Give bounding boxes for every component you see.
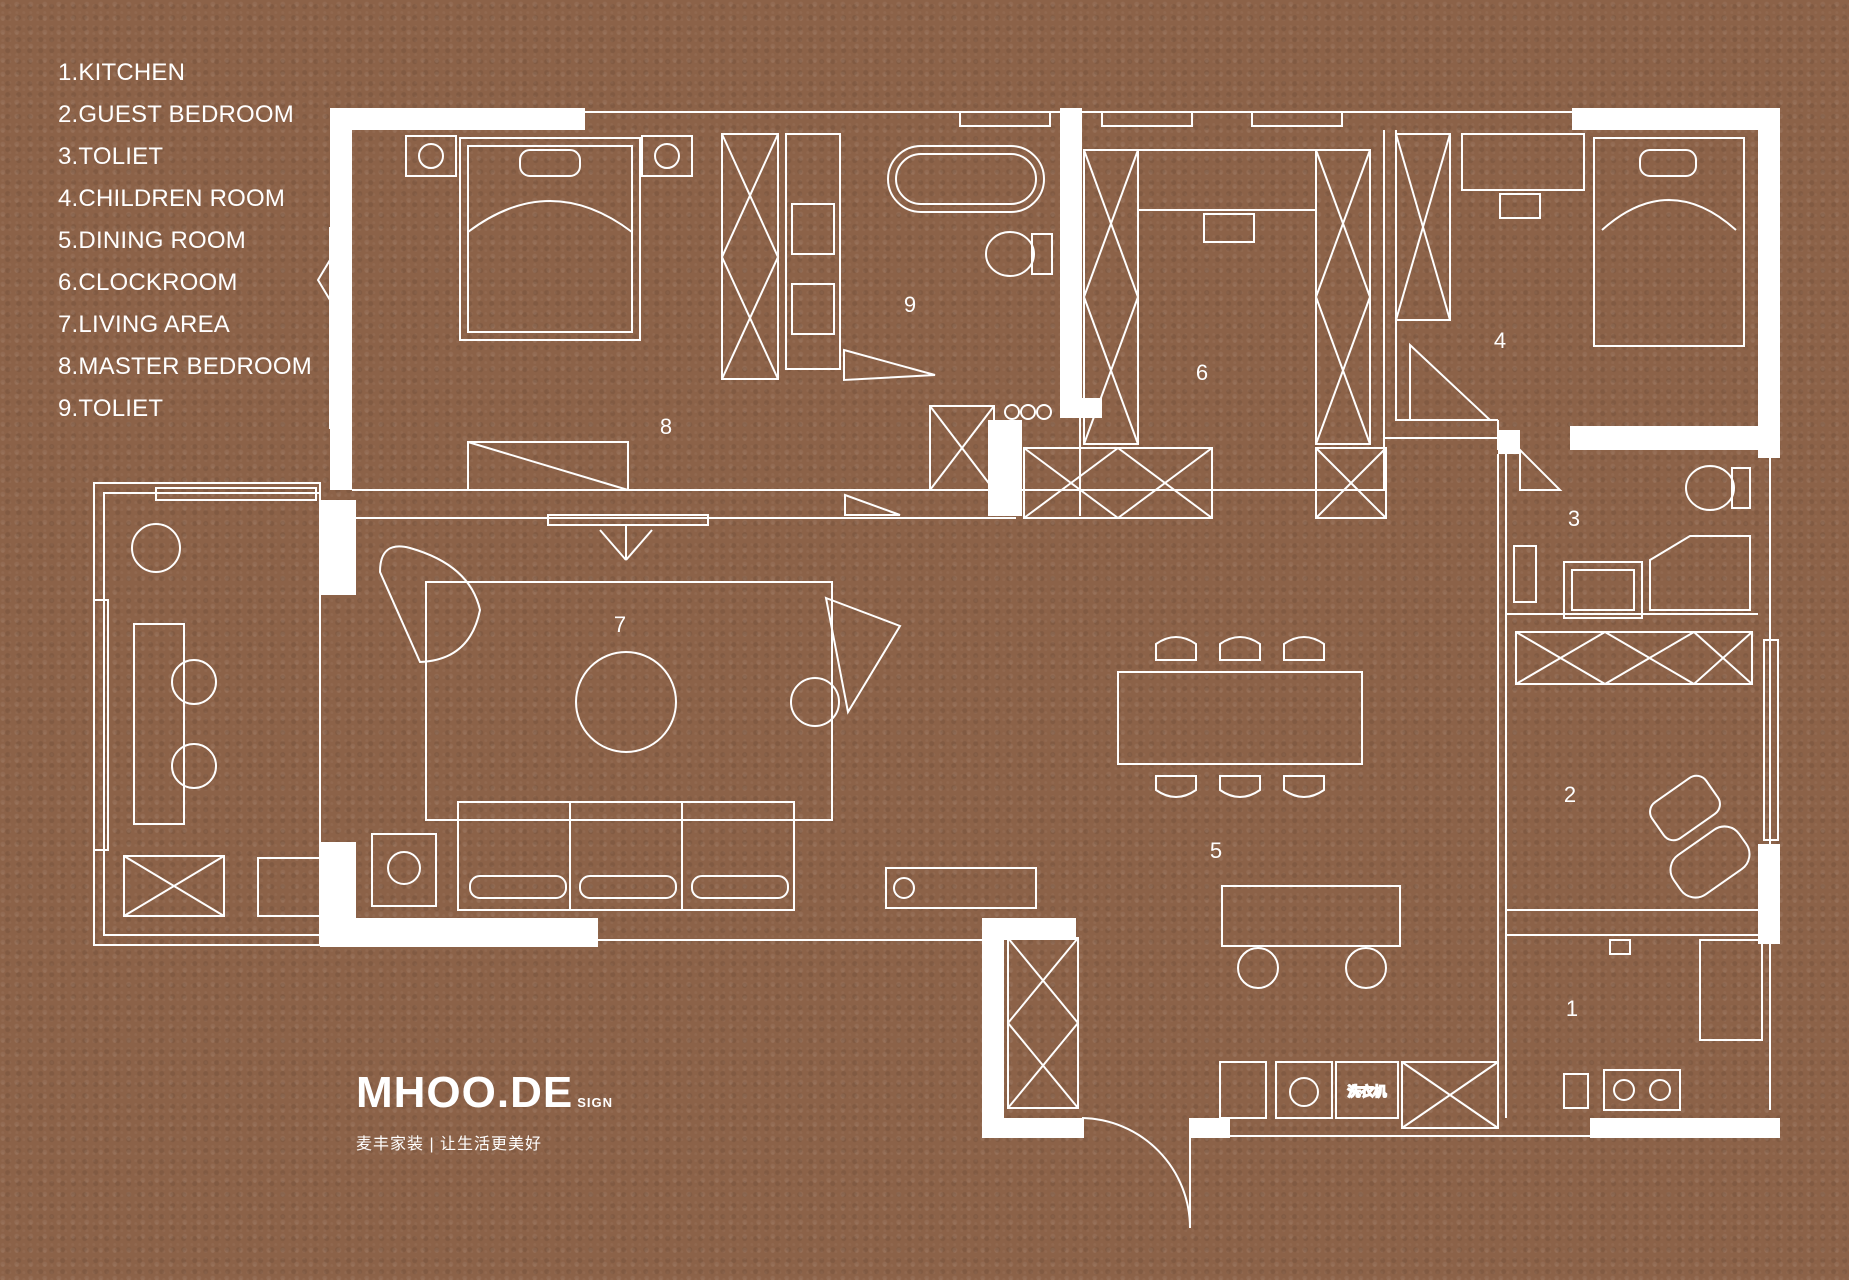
legend-item-toilet: 3.TOLIET xyxy=(58,143,164,170)
legend-item-guest-bedroom: 2.GUEST BEDROOM xyxy=(58,101,294,128)
brand-slogan: 麦丰家装 | 让生活更美好 xyxy=(356,1136,543,1153)
desk xyxy=(1461,133,1585,191)
laundry-cabinet xyxy=(1219,1061,1267,1119)
legend-item-kitchen: 1.KITCHEN xyxy=(58,59,186,86)
nightstand-right xyxy=(641,135,693,177)
child-bed xyxy=(1593,137,1745,347)
legend-item-clockroom: 6.CLOCKROOM xyxy=(58,269,238,296)
console xyxy=(885,867,1037,909)
fridge xyxy=(1699,939,1763,1041)
washer xyxy=(1275,1061,1333,1119)
clockroom-wardrobes xyxy=(1023,149,1387,519)
kitchen-fixtures: 洗衣机 xyxy=(1219,939,1763,1129)
shower xyxy=(929,405,995,491)
children-room-furniture xyxy=(1395,133,1745,347)
room-number-master-toilet: 9 xyxy=(904,292,916,317)
stove xyxy=(1603,1069,1681,1111)
room-numbers: 1 2 3 4 5 6 7 8 9 xyxy=(614,292,1580,1021)
room-number-kitchen: 1 xyxy=(1566,996,1578,1021)
dining-furniture xyxy=(1007,636,1401,1109)
coffee-table xyxy=(575,651,677,753)
sideboard xyxy=(1221,885,1401,947)
master-bed xyxy=(459,137,641,341)
armchair-left xyxy=(378,545,482,664)
kitchen-cabinet xyxy=(1401,1061,1499,1129)
room-number-children-room: 4 xyxy=(1494,328,1506,353)
master-toilet-fixtures xyxy=(721,133,1053,491)
legend-item-living-area: 7.LIVING AREA xyxy=(58,311,231,338)
doors xyxy=(316,256,1563,1229)
legend-item-master-bedroom: 8.MASTER BEDROOM xyxy=(58,353,312,380)
small-toilet-fixtures xyxy=(1513,465,1751,619)
toilet-cabinet xyxy=(721,133,779,380)
basin xyxy=(1563,561,1643,619)
room-number-guest-bedroom: 2 xyxy=(1564,782,1576,807)
windows xyxy=(93,111,1779,851)
bar-counter xyxy=(133,623,185,825)
room-number-living-area: 7 xyxy=(614,612,626,637)
entry-cabinet xyxy=(1007,937,1079,1109)
walls xyxy=(320,108,1780,1138)
room-number-clockroom: 6 xyxy=(1196,360,1208,385)
room-number-toilet: 3 xyxy=(1568,506,1580,531)
tv-cabinet xyxy=(467,441,629,491)
sink xyxy=(257,857,323,917)
sofa xyxy=(457,801,795,911)
washer-label: 洗衣机 xyxy=(1347,1084,1386,1099)
nightstand-left xyxy=(405,135,457,177)
master-bedroom-furniture xyxy=(405,135,693,491)
room-number-dining-room: 5 xyxy=(1210,838,1222,863)
armchair-right xyxy=(824,596,902,715)
side-table xyxy=(371,833,437,907)
toilet-bowl xyxy=(985,231,1035,277)
room-legend: 1.KITCHEN 2.GUEST BEDROOM 3.TOLIET 4.CHI… xyxy=(58,52,312,430)
legend-item-children-room: 4.CHILDREN ROOM xyxy=(58,185,286,212)
dresser xyxy=(1137,149,1317,211)
bathtub xyxy=(887,145,1045,213)
dining-table xyxy=(1117,671,1363,765)
legend-item-dining-room: 5.DINING ROOM xyxy=(58,227,246,254)
living-furniture xyxy=(123,523,1037,917)
brand-suffix: SIGN xyxy=(577,1095,614,1110)
legend-item-master-toilet: 9.TOLIET xyxy=(58,395,164,422)
brand-name: MHOO.DE xyxy=(356,1068,574,1117)
room-number-master-bedroom: 8 xyxy=(660,414,672,439)
guest-bedroom-furniture xyxy=(1515,631,1753,899)
plant xyxy=(131,523,181,573)
